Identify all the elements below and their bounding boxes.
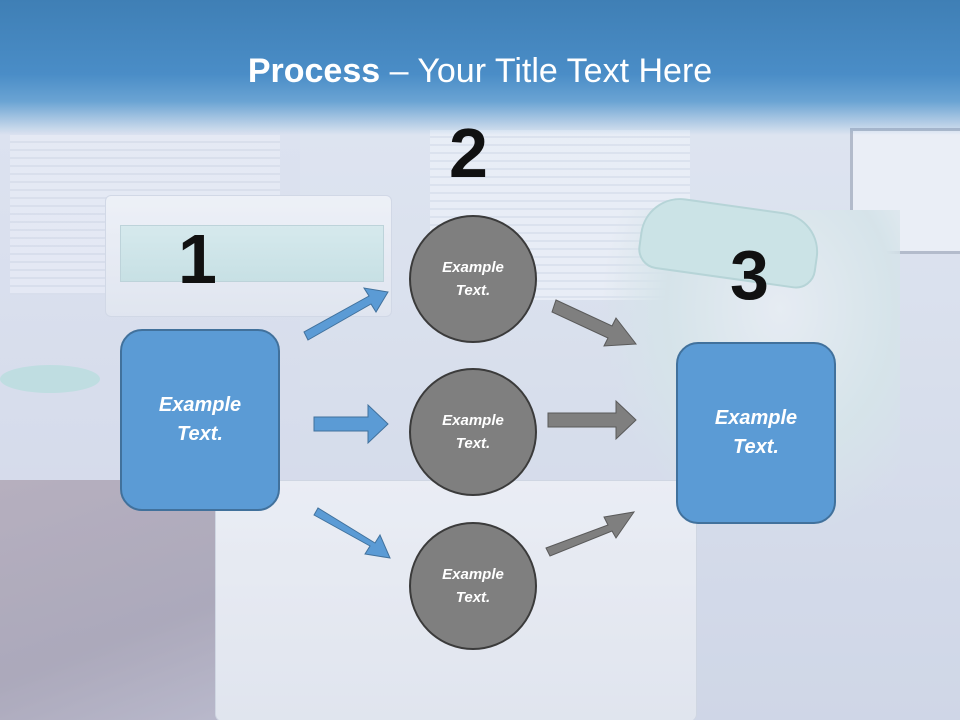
stool	[0, 365, 100, 393]
arrow-to-circle-3	[313, 507, 391, 559]
title-rest: – Your Title Text Here	[380, 52, 713, 90]
title-bold: Process	[247, 52, 381, 90]
arrow-from-circle-1	[551, 299, 637, 347]
step-number-3: 3	[730, 236, 769, 314]
step-number-1: 1	[178, 220, 217, 298]
arrow-to-circle-1	[303, 287, 389, 341]
arrow-from-circle-3	[545, 511, 636, 557]
slide-title: Process – Your Title Text Here	[0, 52, 960, 91]
title-band	[0, 0, 960, 135]
arrow-from-circle-2	[547, 399, 637, 441]
step-number-2: 2	[449, 114, 488, 192]
arrow-to-circle-2	[313, 403, 389, 445]
